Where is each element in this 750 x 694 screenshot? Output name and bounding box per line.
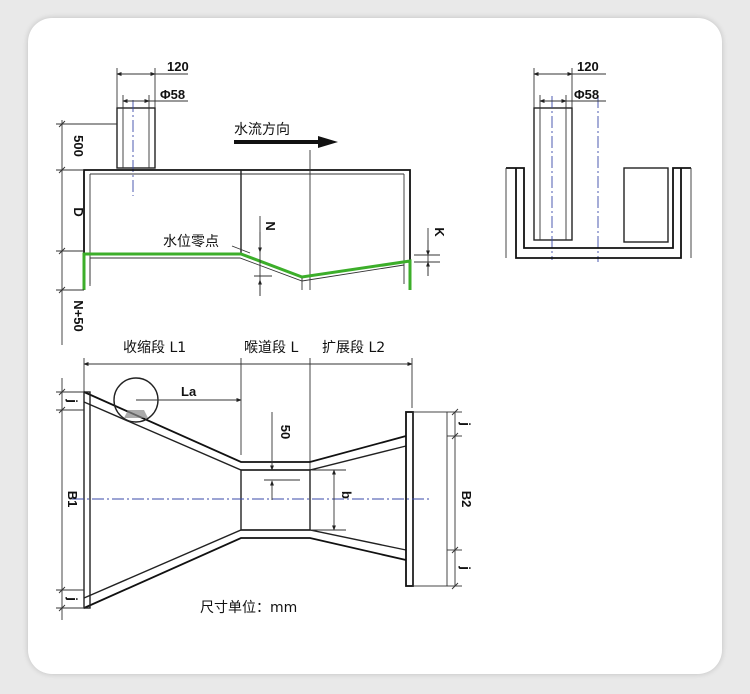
dim-K: K xyxy=(432,227,447,237)
dim-120-right: 120 xyxy=(577,59,599,74)
dim-N-plus-50: N+50 xyxy=(71,300,86,331)
dim-phi58-right: Φ58 xyxy=(574,87,599,102)
dim-50: 50 xyxy=(278,425,293,439)
throat-box xyxy=(240,469,311,531)
unit-note: 尺寸单位：mm xyxy=(200,600,297,616)
drawing-text: 120 Φ58 120 Φ58 水流方向 水位零点 500 D N+50 N K… xyxy=(65,59,599,616)
dim-B1: B1 xyxy=(65,491,80,508)
water-zero-floor-line xyxy=(82,252,412,290)
dim-B2: B2 xyxy=(459,491,474,508)
dim-500: 500 xyxy=(71,135,86,157)
dim-b: b xyxy=(339,491,354,499)
side-elevation xyxy=(56,68,440,345)
dim-j-top-left: j xyxy=(65,398,80,403)
drawing-card xyxy=(28,18,722,674)
stilling-well-pipe xyxy=(116,107,156,169)
plan-view xyxy=(56,358,462,620)
throat-label: 喉道段 L xyxy=(244,340,298,356)
dim-D: D xyxy=(71,207,86,216)
expansion-label: 扩展段 L2 xyxy=(322,340,385,356)
dim-N: N xyxy=(263,221,278,230)
water-zero-label: 水位零点 xyxy=(163,234,219,250)
flume-outline xyxy=(83,169,411,290)
contraction-label: 收缩段 L1 xyxy=(123,340,186,356)
dim-j-top-right: j xyxy=(458,421,473,426)
flow-direction-label: 水流方向 xyxy=(234,122,290,138)
dim-120-left: 120 xyxy=(167,59,189,74)
dim-j-bottom-left: j xyxy=(65,596,80,601)
dim-La: La xyxy=(181,384,197,399)
dim-phi58-left: Φ58 xyxy=(160,87,185,102)
flow-arrow xyxy=(318,136,338,148)
end-section xyxy=(505,68,692,262)
end-pipe xyxy=(533,107,573,241)
dim-j-bottom-right: j xyxy=(458,565,473,570)
